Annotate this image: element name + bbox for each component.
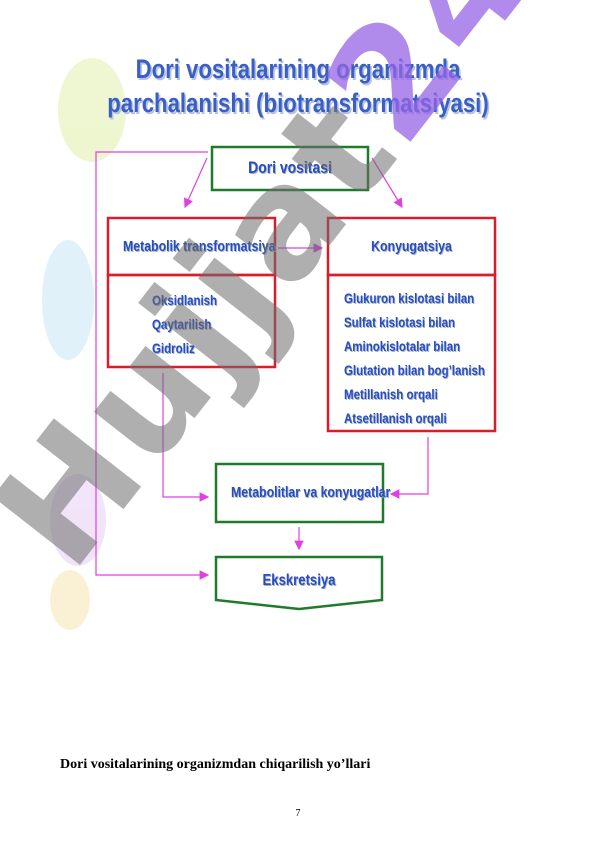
conjugation-header-label: Konyugatsiya: [371, 238, 452, 255]
title-line-2: parchalanishi (biotransformatsiyasi): [107, 88, 489, 118]
conjugation-item: Glukuron kislotasi bilan: [344, 290, 475, 306]
conjugation-item: Metillanish orqali: [344, 386, 438, 402]
title-line-1: Dori vositalarining organizmda: [135, 54, 461, 84]
excretion-box: [214, 555, 384, 611]
arrow-drug-to-excretion: [95, 151, 210, 580]
arrow-conjugation-to-metabolites: [389, 437, 429, 499]
excretion-label: Ekskretsiya: [262, 572, 336, 589]
arrow-drug-to-metabolic: [184, 157, 208, 209]
metabolic-header-label: Metabolik transformatsiya: [123, 238, 276, 255]
conjugation-list-box: [326, 273, 497, 433]
figure-caption: Dori vositalarining organizmdan chiqaril…: [60, 757, 371, 772]
metabolic-item: Gidroliz: [152, 340, 195, 356]
metabolic-item: Qaytarilish: [152, 316, 212, 332]
metabolites-label: Metabolitlar va konyugatlar: [231, 484, 391, 501]
balloon-decorations: [42, 58, 126, 630]
arrow-drug-to-conjugation: [371, 157, 403, 209]
drug-box: [210, 145, 370, 192]
metabolic-list: Oksidlanish Qaytarilish Gidroliz: [152, 288, 217, 360]
metabolites-box: [214, 462, 385, 524]
metabolic-item: Oksidlanish: [152, 292, 218, 308]
drug-label: Dori vositasi: [248, 158, 332, 177]
page-number: 7: [295, 808, 301, 819]
arrow-metabolic-to-metabolites: [162, 373, 210, 502]
page-title: Dori vositalarining organizmda parchalan…: [103, 52, 493, 120]
conjugation-item: Glutation bilan bog’lanish: [344, 362, 485, 378]
metabolic-list-box: [106, 273, 277, 369]
conjugation-item: Aminokislotalar bilan: [344, 338, 461, 354]
conjugation-item: Atsetillanish orqali: [344, 410, 447, 426]
conjugation-list: Glukuron kislotasi bilan Sulfat kislotas…: [344, 286, 485, 430]
conjugation-item: Sulfat kislotasi bilan: [344, 314, 456, 330]
